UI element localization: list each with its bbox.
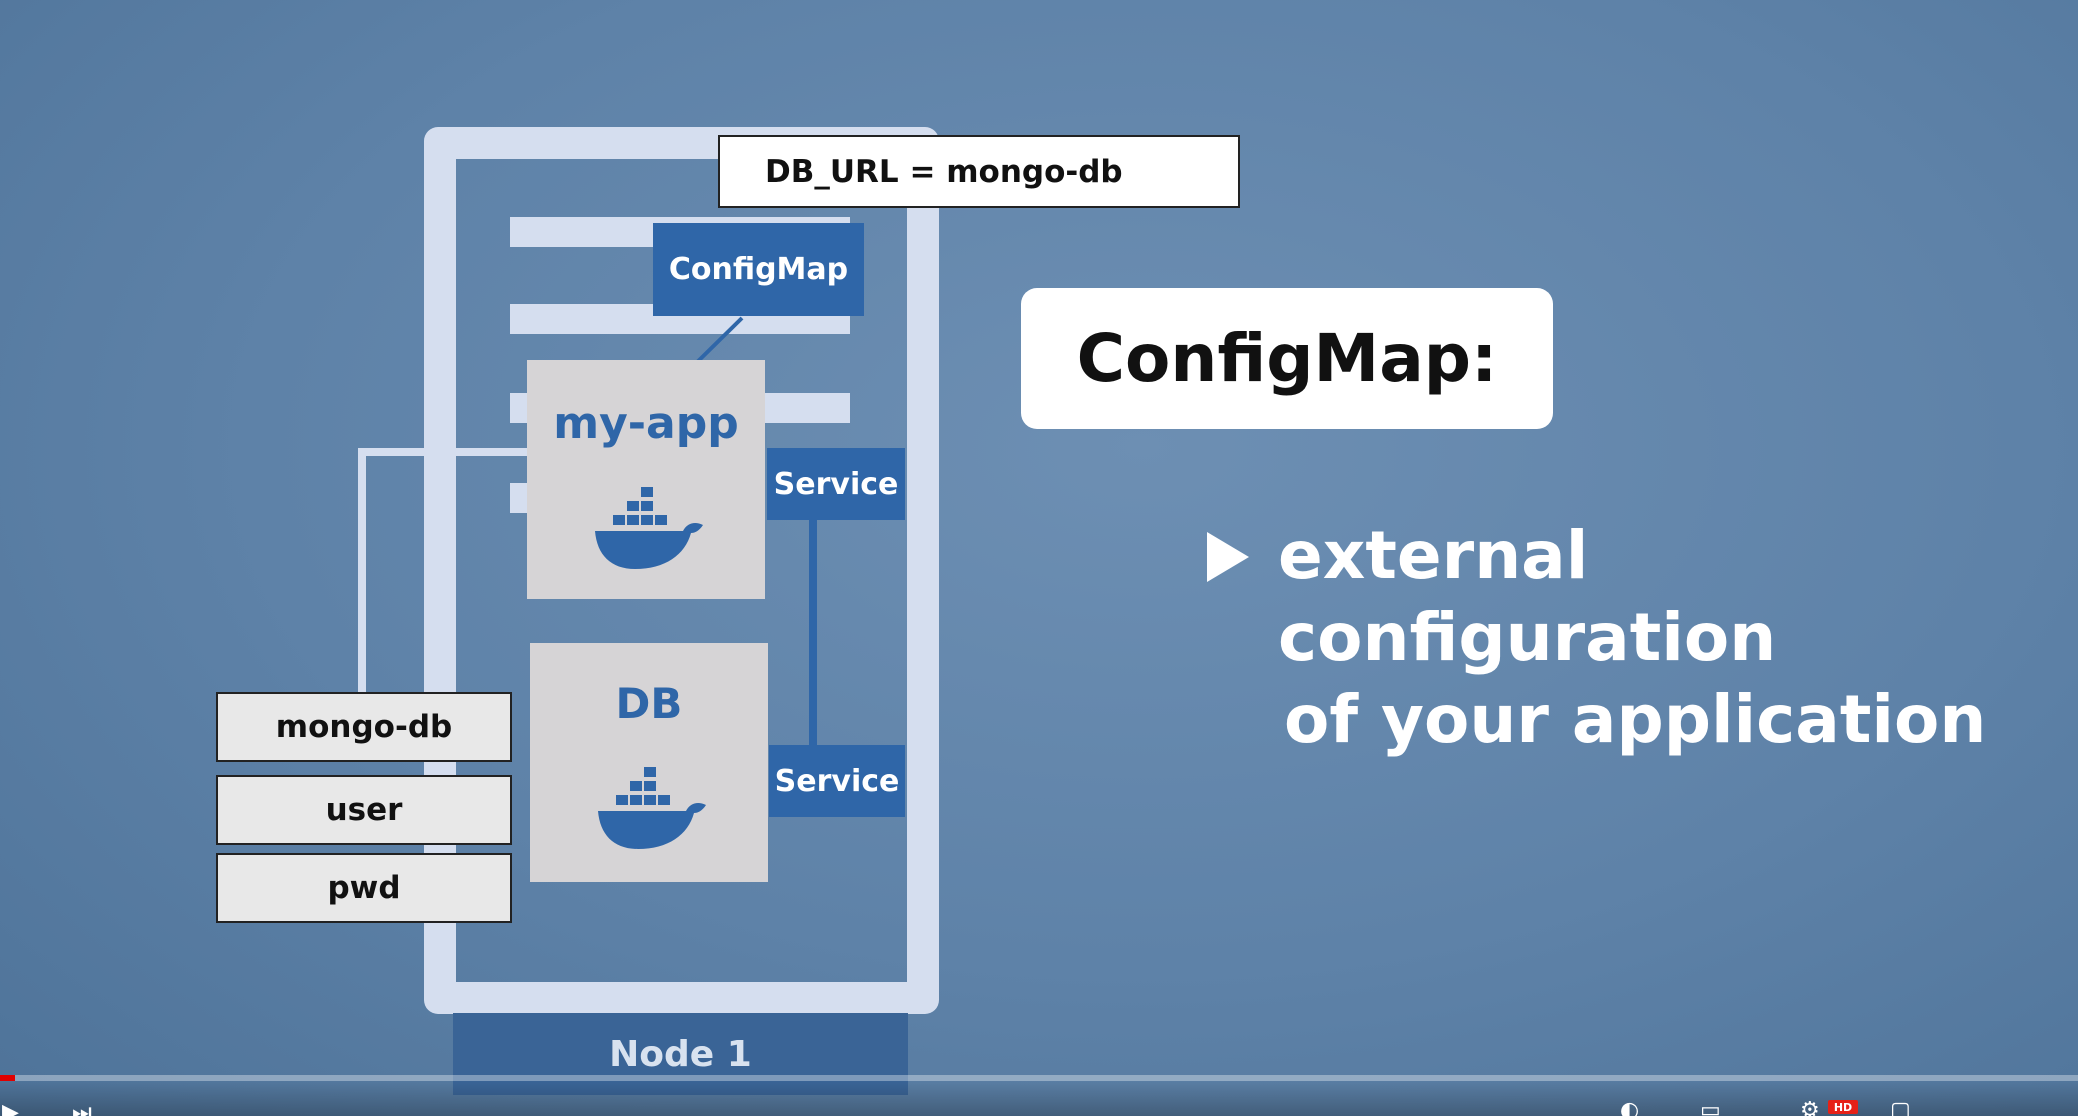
miniplayer-icon[interactable]: ▢ xyxy=(1890,1098,1911,1116)
progress-played xyxy=(0,1075,15,1081)
settings-icon[interactable]: ⚙ xyxy=(1800,1098,1820,1116)
docker-whale-icon xyxy=(598,767,706,849)
secret-field-user: user xyxy=(216,775,512,845)
db-pod-label: DB xyxy=(615,679,683,728)
bullet-text: external configuration of your applicati… xyxy=(1278,515,2038,761)
captions-icon[interactable]: ▭ xyxy=(1700,1098,1721,1116)
bullet-arrow-icon xyxy=(1207,532,1249,582)
slide-title: ConfigMap: xyxy=(1021,288,1553,429)
bullet-line-1: external configuration xyxy=(1278,517,1777,676)
progress-bar[interactable] xyxy=(0,1075,2078,1081)
play-icon[interactable]: ▶ xyxy=(2,1100,19,1116)
service-db: Service xyxy=(769,745,905,817)
secret-field-db: mongo-db xyxy=(216,692,512,762)
configmap-component: ConfigMap xyxy=(653,223,864,316)
app-pod-label: my-app xyxy=(553,398,739,449)
hd-badge: HD xyxy=(1828,1100,1858,1114)
autoplay-icon[interactable]: ◐ xyxy=(1620,1098,1640,1116)
db-pod: DB xyxy=(530,643,768,882)
app-pod: my-app xyxy=(527,360,765,599)
service-app: Service xyxy=(767,448,905,520)
configmap-value-box: DB_URL = mongo-db xyxy=(718,135,1240,208)
next-icon[interactable]: ⏭ xyxy=(72,1100,92,1116)
player-controls-bar xyxy=(0,1081,2078,1116)
node-label: Node 1 xyxy=(453,1013,908,1095)
secret-field-pwd: pwd xyxy=(216,853,512,923)
docker-whale-icon xyxy=(595,487,703,569)
bullet-line-2: of your application xyxy=(1284,681,1987,758)
